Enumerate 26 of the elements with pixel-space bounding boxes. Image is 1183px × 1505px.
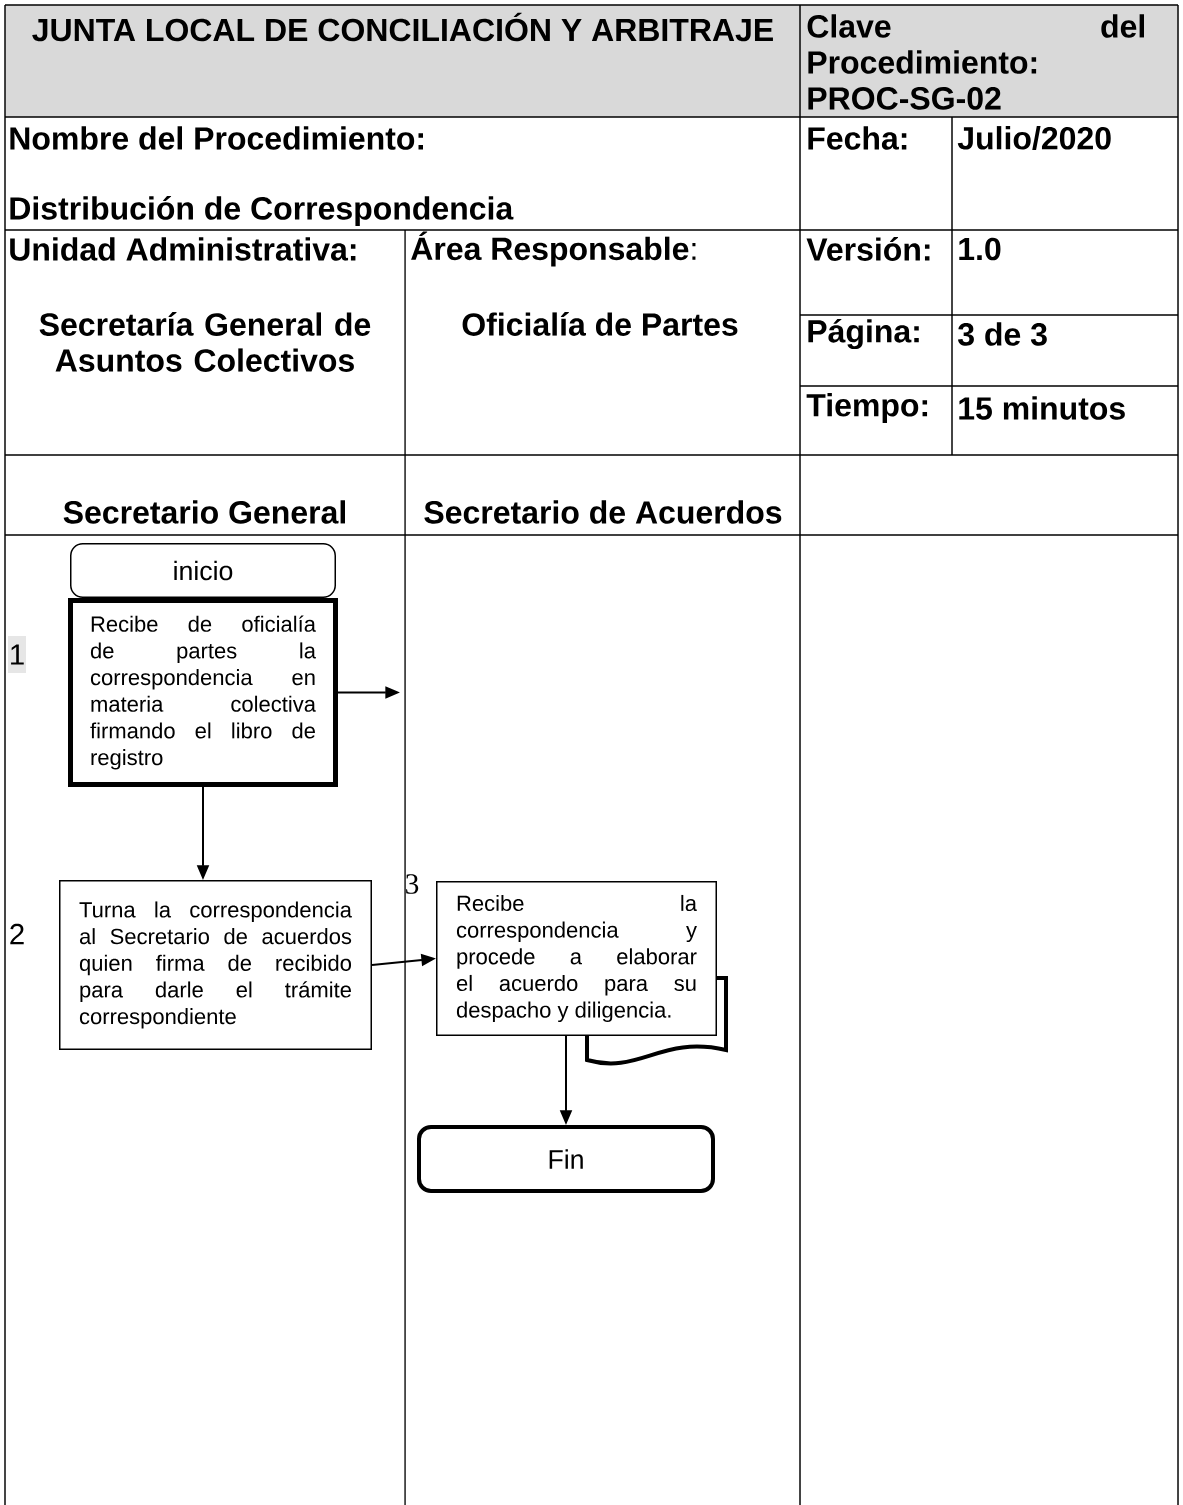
process-box: Recibe de oficialía de partes la correspondencia en materia colectiva firmando el libro de registro xyxy=(68,598,338,787)
table-cell-text: Oficialía de Partes xyxy=(462,312,738,336)
step-number: 3 xyxy=(406,874,419,894)
table-cell-text: Clave del Procedimiento: PROC-SG-02 xyxy=(807,14,1144,110)
process-box: Turna la correspondencia al Secretario de acuerdos quien firma de recibido para darle el trámite correspondiente xyxy=(59,880,372,1050)
table-cell-text: Área Responsable: xyxy=(411,231,696,267)
step-number: 2 xyxy=(10,923,24,945)
document-box: Recibe la correspondencia y procede a elaborar el acuerdo para su despacho y diligencia. xyxy=(436,881,728,1066)
table-cell-text: Distribución de Correspondencia xyxy=(10,195,514,227)
table-cell-text: Unidad Administrativa: xyxy=(10,237,356,261)
table-cell-text: Fecha: xyxy=(808,126,907,150)
table-cell-text: Página: xyxy=(808,318,919,350)
table-cell-text: Julio/2020 xyxy=(957,126,1111,150)
table-cell-text: Tiempo: xyxy=(806,393,928,423)
terminal-box: Fin xyxy=(417,1125,715,1193)
table-cell-text: Secretaría General de Asuntos Colectivos xyxy=(39,312,371,372)
table-cell-text: Versión: xyxy=(806,237,930,261)
table-cell-text: Nombre del Procedimiento: xyxy=(10,126,423,150)
table-title: JUNTA LOCAL DE CONCILIACIÓN Y ARBITRAJE xyxy=(32,12,773,42)
lane-header: Secretario General xyxy=(63,500,345,524)
table-cell-text: 1.0 xyxy=(959,237,1001,261)
step-number: 1 xyxy=(8,636,26,673)
table-cell-text: 15 minutos xyxy=(959,396,1125,420)
lane-header: Secretario de Acuerdos xyxy=(424,500,782,524)
table-cell-text: 3 de 3 xyxy=(958,322,1047,346)
terminal-box: inicio xyxy=(70,543,336,598)
